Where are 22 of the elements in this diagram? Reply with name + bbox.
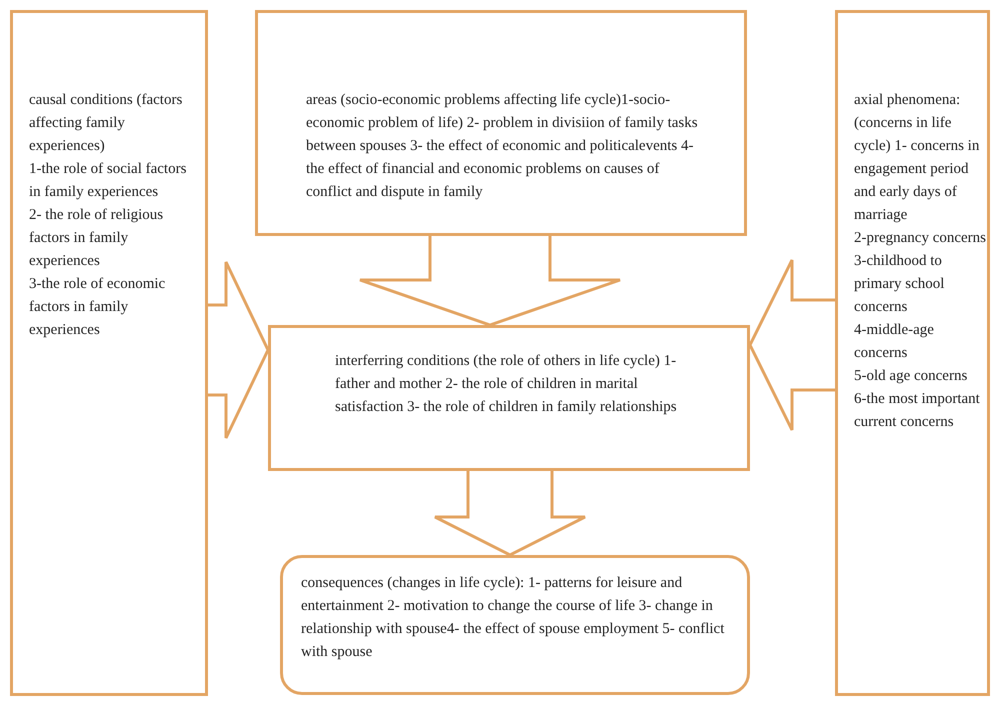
box-text: axial phenomena: (concerns in life cycle) 1- concerns in engagement period and early days of marriage — [854, 91, 980, 225]
box-text: 3-childhood to primary school concerns — [854, 252, 946, 317]
box-text: 1-the role of social factors in family experiences — [29, 160, 188, 202]
box-text: 2-pregnancy concerns — [854, 229, 987, 248]
text-box — [268, 325, 750, 471]
box-text: 6-the most important current concerns — [854, 390, 981, 432]
block-arrow — [358, 234, 622, 327]
text-box — [835, 10, 990, 696]
block-arrow — [206, 260, 270, 440]
box-text: causal conditions (factors affecting family experiences) — [29, 91, 184, 156]
text-box — [10, 10, 208, 696]
box-text: areas (socio-economic problems affecting life cycle)1-socio-economic problem of life) 2- problem in divisiion of family tasks between spouses 3- the effect of economic and politicalevents 4- the effect of financial and economic problems on causes of conflict and dispute in family — [306, 91, 699, 202]
box-text: 2- the role of religious factors in family experiences — [29, 206, 164, 271]
box-text: 5-old age concerns — [854, 367, 968, 386]
box-text: 4-middle-age concerns — [854, 321, 935, 363]
text-box — [255, 10, 747, 236]
box-text: consequences (changes in life cycle): 1- patterns for leisure and entertainment 2- motivation to change the course of life 3- change in relationship with spouse4- the effect of spouse employment 5- conflict with spouse — [301, 574, 726, 662]
block-arrow — [434, 470, 586, 557]
box-text: interferring conditions (the role of others in life cycle) 1-father and mother 2- the role of children in marital satisfaction 3- the role of children in family relationships — [335, 352, 678, 417]
rounded-box — [280, 555, 750, 695]
block-arrow — [748, 258, 836, 432]
box-text: 3-the role of economic factors in family experiences — [29, 275, 166, 340]
